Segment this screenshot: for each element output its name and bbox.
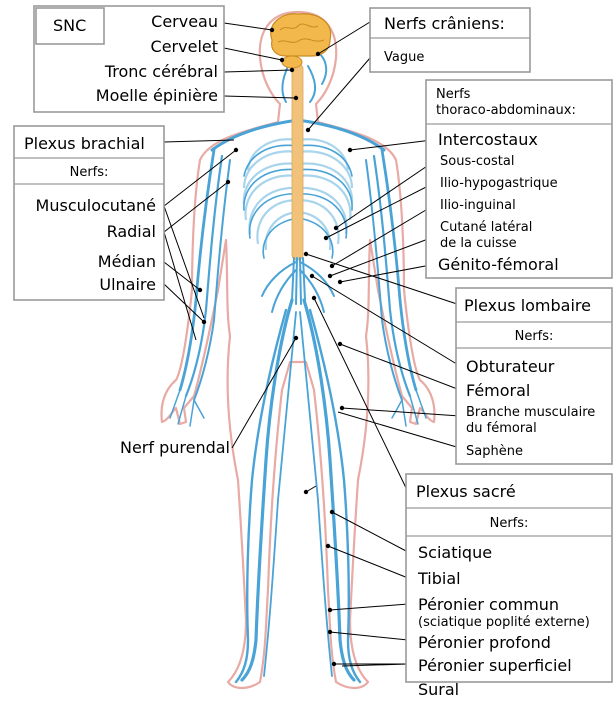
thoraco-item-ilio-inguinal: Ilio-inguinal xyxy=(440,198,516,213)
sacral-item-peronier-commun-note: (sciatique poplité externe) xyxy=(418,615,590,630)
cerebellum xyxy=(282,56,302,68)
brachial-item-ulnaire: Ulnaire xyxy=(99,275,156,294)
lumbar-item-obturateur: Obturateur xyxy=(466,357,555,376)
sacral-item-peronier-commun: Péronier commun xyxy=(418,595,559,614)
cranial-box: Nerfs crâniens: Vague xyxy=(370,8,530,72)
cranial-item-vague: Vague xyxy=(384,50,424,65)
brain xyxy=(271,14,331,56)
thoraco-item-ilio-hypogastrique: Ilio-hypogastrique xyxy=(440,176,558,191)
thoraco-item-sous-costal: Sous-costal xyxy=(440,154,514,169)
cranial-title: Nerfs crâniens: xyxy=(384,14,505,33)
sacral-item-sciatique: Sciatique xyxy=(418,543,492,562)
lumbar-subtitle: Nerfs: xyxy=(515,329,554,344)
cns-item-cerveau: Cerveau xyxy=(151,12,218,31)
thoraco-box: Nerfs thoraco-abdominaux: Intercostaux S… xyxy=(426,80,612,278)
sacral-box: Plexus sacré Nerfs: Sciatique Tibial Pér… xyxy=(406,474,612,699)
pudendal-label: Nerf purendal xyxy=(120,438,230,457)
brachial-box: Plexus brachial Nerfs: Musculocutané Rad… xyxy=(14,126,164,300)
brachial-subtitle: Nerfs: xyxy=(70,165,109,180)
sacral-item-sural: Sural xyxy=(418,680,459,699)
cns-item-moelle: Moelle épinière xyxy=(96,86,218,105)
lumbar-title: Plexus lombaire xyxy=(464,296,591,315)
thoraco-item-cutane-line1: Cutané latéral xyxy=(440,220,532,235)
sacral-item-tibial: Tibial xyxy=(417,569,461,588)
brachial-item-musculocutane: Musculocutané xyxy=(36,196,156,215)
cns-box: SNC Cerveau Cervelet Tronc cérébral Moel… xyxy=(34,6,224,112)
thoraco-item-cutane-line2: de la cuisse xyxy=(440,236,517,251)
sacral-title: Plexus sacré xyxy=(416,482,516,501)
cns-item-cervelet: Cervelet xyxy=(151,37,218,56)
human-figure xyxy=(162,12,435,688)
thoraco-title-line2: thoraco-abdominaux: xyxy=(436,103,576,118)
cauda-equina xyxy=(292,258,305,304)
lumbar-box: Plexus lombaire Nerfs: Obturateur Fémora… xyxy=(456,288,612,464)
lumbar-item-branche-line2: du fémoral xyxy=(466,421,537,436)
thoraco-title-line1: Nerfs xyxy=(436,87,471,102)
thoraco-item-intercostaux: Intercostaux xyxy=(438,130,538,149)
lumbar-item-saphene: Saphène xyxy=(466,444,523,459)
cns-title: SNC xyxy=(53,16,86,35)
brachial-item-median: Médian xyxy=(98,252,156,271)
sacral-item-peronier-profond: Péronier profond xyxy=(418,633,551,652)
thoraco-item-genito-femoral: Génito-fémoral xyxy=(438,255,559,274)
sacral-subtitle: Nerfs: xyxy=(490,516,529,531)
lumbar-item-branche-line1: Branche musculaire xyxy=(466,405,595,420)
brachial-item-radial: Radial xyxy=(107,222,156,241)
brachial-title: Plexus brachial xyxy=(24,134,145,153)
spinal-cord xyxy=(292,64,303,260)
sacral-item-peronier-superficiel: Péronier superficiel xyxy=(418,656,572,675)
lumbar-item-femoral: Fémoral xyxy=(466,381,530,400)
cns-item-tronc: Tronc cérébral xyxy=(104,62,218,81)
